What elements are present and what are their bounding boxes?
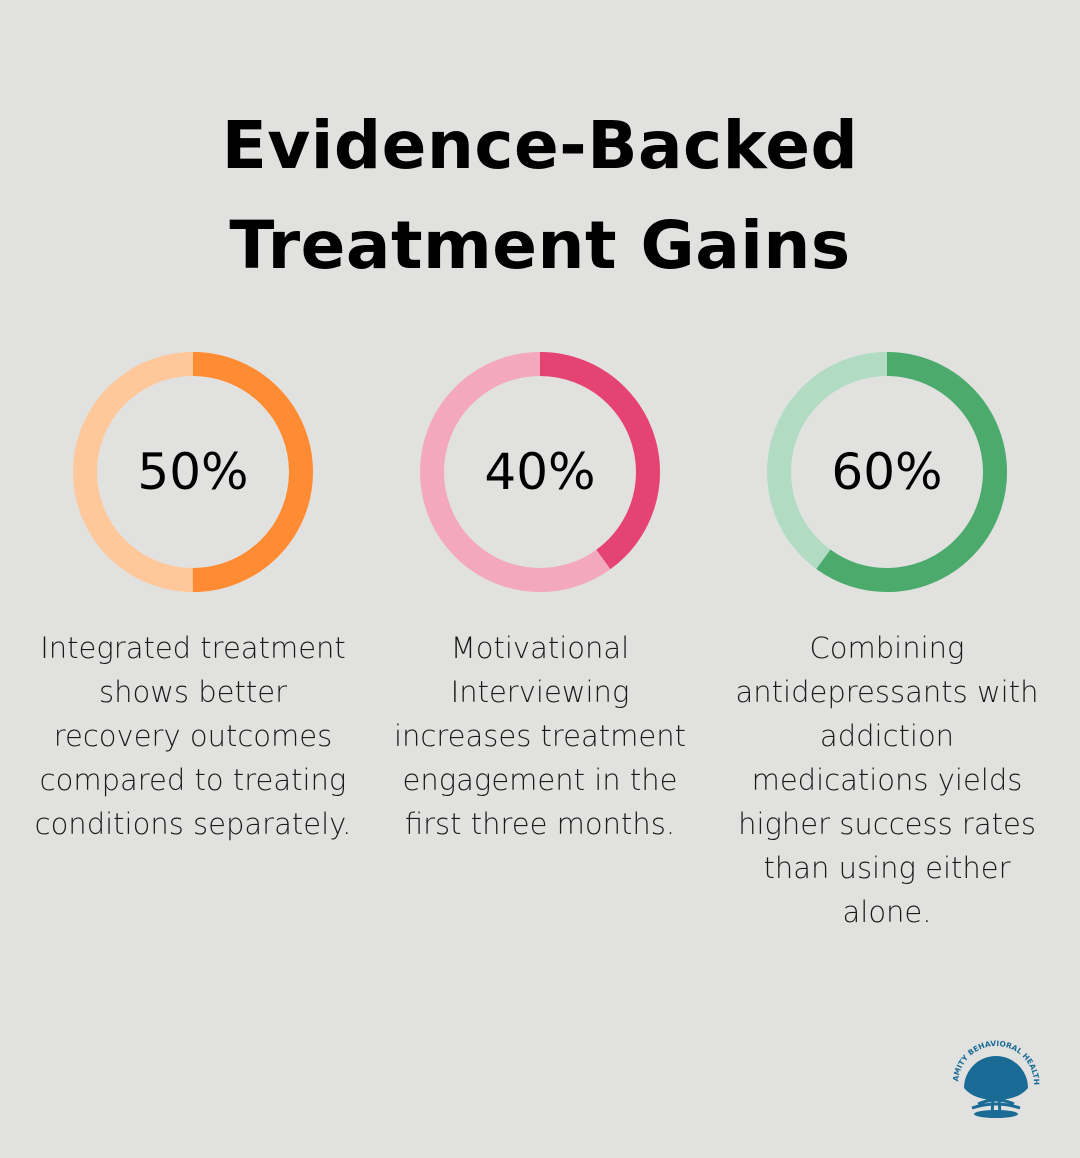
stat-description: Combining antidepressants with addiction… (735, 631, 1039, 929)
percent-label: 50% (137, 443, 249, 501)
percent-label: 60% (831, 443, 943, 501)
title-line-1: Evidence-Backed (221, 107, 859, 184)
stat-description: Integrated treatment shows better recove… (34, 631, 352, 841)
donut-chart (73, 352, 313, 592)
stat-description: Motivational Interviewing increases trea… (393, 631, 687, 841)
donut-value-arc (420, 352, 660, 592)
donut-value-arc (73, 352, 313, 592)
donut-chart (420, 352, 660, 592)
percent-label: 40% (484, 443, 596, 501)
donut-chart (767, 352, 1007, 592)
amity-logo: AMITY BEHAVIORAL HEALTH NETWORK (948, 1034, 1041, 1118)
donut-value-arc (767, 352, 1007, 592)
title-line-2: Treatment Gains (229, 207, 851, 284)
